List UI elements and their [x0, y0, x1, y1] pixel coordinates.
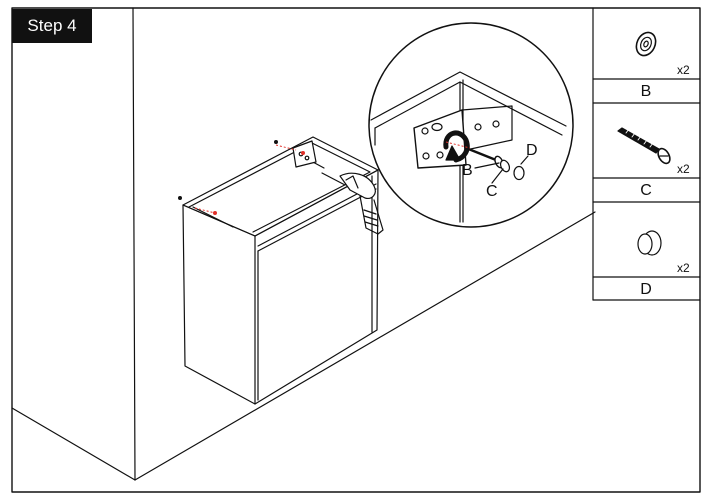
detail-magnifier — [368, 22, 574, 228]
part-qty-c: x2 — [677, 162, 690, 176]
room-lines — [11, 7, 596, 481]
step-badge: Step 4 — [12, 9, 92, 43]
part-label-c: C — [640, 182, 652, 199]
part-qty-b: x2 — [677, 63, 690, 77]
cap-icon — [637, 230, 662, 256]
parts-table — [592, 7, 701, 301]
pilot-holes — [178, 140, 278, 200]
callout-c: C — [486, 183, 498, 200]
drill-icon — [321, 172, 384, 235]
frame-border — [11, 7, 701, 493]
washer-icon — [635, 31, 657, 57]
drill-guide-marks — [194, 141, 471, 214]
callout-b: B — [462, 162, 473, 179]
part-qty-d: x2 — [677, 261, 690, 275]
screw-head-marks — [213, 151, 305, 215]
screw-icon — [617, 127, 671, 165]
callout-d: D — [526, 142, 538, 159]
part-label-b: B — [640, 83, 652, 100]
part-label-d: D — [640, 281, 652, 298]
